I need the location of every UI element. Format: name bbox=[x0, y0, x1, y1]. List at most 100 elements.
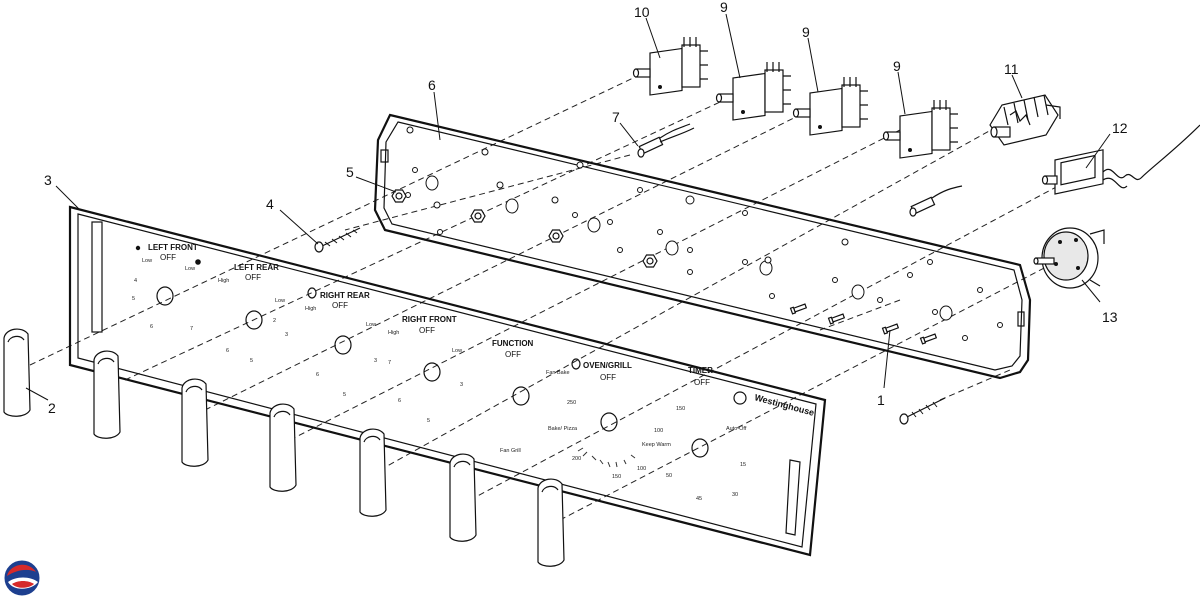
plate-screws bbox=[789, 303, 938, 345]
hex-nuts bbox=[391, 189, 658, 268]
knob-hole-left-rear bbox=[245, 310, 263, 330]
hex-nut bbox=[548, 229, 564, 243]
svg-text:6: 6 bbox=[226, 348, 229, 354]
logo-icon bbox=[3, 559, 41, 597]
switch-9a bbox=[715, 62, 791, 121]
knob bbox=[181, 378, 209, 467]
hex-nut bbox=[391, 189, 407, 203]
svg-text:Keep Warm: Keep Warm bbox=[642, 442, 671, 448]
label-oven-grill: OVEN/GRILL bbox=[583, 361, 632, 370]
switch-9b bbox=[792, 77, 868, 136]
svg-text:50: 50 bbox=[666, 473, 672, 479]
callout-13: 13 bbox=[1102, 309, 1118, 325]
svg-text:Low: Low bbox=[366, 322, 376, 328]
indicator-lamp-2 bbox=[909, 185, 963, 217]
label-off: OFF bbox=[419, 326, 435, 335]
svg-text:Fan Bake: Fan Bake bbox=[546, 370, 570, 376]
knob-hole-timer bbox=[691, 438, 709, 458]
svg-text:7: 7 bbox=[190, 326, 193, 332]
hex-nut bbox=[470, 209, 486, 223]
switch-10 bbox=[632, 37, 708, 96]
assembly-lines bbox=[29, 69, 1061, 521]
knob bbox=[449, 453, 477, 542]
knob-hole-right-front bbox=[423, 362, 441, 382]
svg-text:Bake/ Pizza: Bake/ Pizza bbox=[548, 426, 578, 432]
control-panel-fascia bbox=[68, 205, 827, 557]
svg-text:100: 100 bbox=[654, 428, 663, 434]
label-right-front: RIGHT FRONT bbox=[402, 315, 457, 324]
knob bbox=[537, 478, 565, 567]
label-timer: TIMER bbox=[688, 366, 713, 375]
label-off: OFF bbox=[694, 378, 710, 387]
svg-text:7: 7 bbox=[388, 360, 391, 366]
label-function: FUNCTION bbox=[492, 339, 534, 348]
label-off: OFF bbox=[600, 373, 616, 382]
indicator-lamp bbox=[637, 123, 695, 158]
mechanical-timer bbox=[1033, 227, 1105, 289]
callout-3: 3 bbox=[44, 172, 52, 188]
knob bbox=[93, 350, 121, 439]
plate-holes bbox=[405, 126, 1003, 341]
label-off: OFF bbox=[505, 350, 521, 359]
mounting-screw bbox=[314, 227, 361, 253]
callout-10: 10 bbox=[634, 4, 650, 20]
svg-text:5: 5 bbox=[427, 418, 430, 424]
knob-hole-left-front bbox=[156, 286, 174, 306]
svg-text:6: 6 bbox=[398, 398, 401, 404]
callout-12: 12 bbox=[1112, 120, 1128, 136]
label-off: OFF bbox=[332, 301, 348, 310]
panel-knob-holes bbox=[135, 245, 709, 458]
svg-text:5: 5 bbox=[343, 392, 346, 398]
callout-2: 2 bbox=[48, 400, 56, 416]
bottom-screw bbox=[899, 397, 946, 425]
selector-switch bbox=[989, 94, 1061, 146]
svg-text:3: 3 bbox=[374, 358, 377, 364]
svg-text:3: 3 bbox=[285, 332, 288, 338]
hex-nut bbox=[642, 254, 658, 268]
svg-text:2: 2 bbox=[273, 318, 276, 324]
svg-text:5: 5 bbox=[132, 296, 135, 302]
callout-11: 11 bbox=[1004, 61, 1019, 77]
knob-hole-oven-grill bbox=[600, 412, 618, 432]
svg-text:High: High bbox=[218, 278, 229, 284]
callout-9a: 9 bbox=[720, 0, 728, 15]
svg-text:Low: Low bbox=[452, 348, 462, 354]
knob bbox=[3, 328, 31, 417]
svg-text:250: 250 bbox=[567, 400, 576, 406]
svg-text:6: 6 bbox=[316, 372, 319, 378]
knob-hole-right-rear bbox=[334, 335, 352, 355]
svg-text:45: 45 bbox=[696, 496, 702, 502]
label-left-front: LEFT FRONT bbox=[148, 243, 198, 252]
svg-text:150: 150 bbox=[676, 406, 685, 412]
label-off: OFF bbox=[160, 253, 176, 262]
svg-text:High: High bbox=[305, 306, 316, 312]
svg-text:Fan Grill: Fan Grill bbox=[500, 448, 521, 454]
callout-6: 6 bbox=[428, 77, 436, 93]
svg-text:4: 4 bbox=[134, 278, 137, 284]
brand-mark bbox=[733, 391, 747, 405]
svg-text:150: 150 bbox=[612, 474, 621, 480]
callout-9b: 9 bbox=[802, 24, 810, 40]
knob-hole-function bbox=[512, 386, 530, 406]
svg-text:High: High bbox=[388, 330, 399, 336]
switch-9c bbox=[882, 100, 958, 159]
control-knobs bbox=[3, 328, 565, 567]
svg-text:Auto-Off: Auto-Off bbox=[726, 426, 747, 432]
svg-text:5: 5 bbox=[250, 358, 253, 364]
svg-text:15: 15 bbox=[740, 462, 746, 468]
panel-dial-ticks bbox=[577, 447, 636, 468]
svg-text:3: 3 bbox=[460, 382, 463, 388]
svg-text:6: 6 bbox=[150, 324, 153, 330]
svg-text:Low: Low bbox=[142, 258, 152, 264]
svg-text:Low: Low bbox=[185, 266, 195, 272]
svg-text:Low: Low bbox=[275, 298, 285, 304]
callouts: 3 2 4 5 6 7 10 9 9 9 11 12 13 1 bbox=[25, 0, 1128, 416]
rear-mounting-plate bbox=[373, 113, 1032, 380]
knob bbox=[269, 403, 297, 492]
label-right-rear: RIGHT REAR bbox=[320, 291, 370, 300]
panel-labels: LEFT FRONT OFF LEFT REAR OFF RIGHT REAR … bbox=[132, 243, 815, 502]
callout-5: 5 bbox=[346, 164, 354, 180]
label-left-rear: LEFT REAR bbox=[234, 263, 279, 272]
knob bbox=[359, 428, 387, 517]
